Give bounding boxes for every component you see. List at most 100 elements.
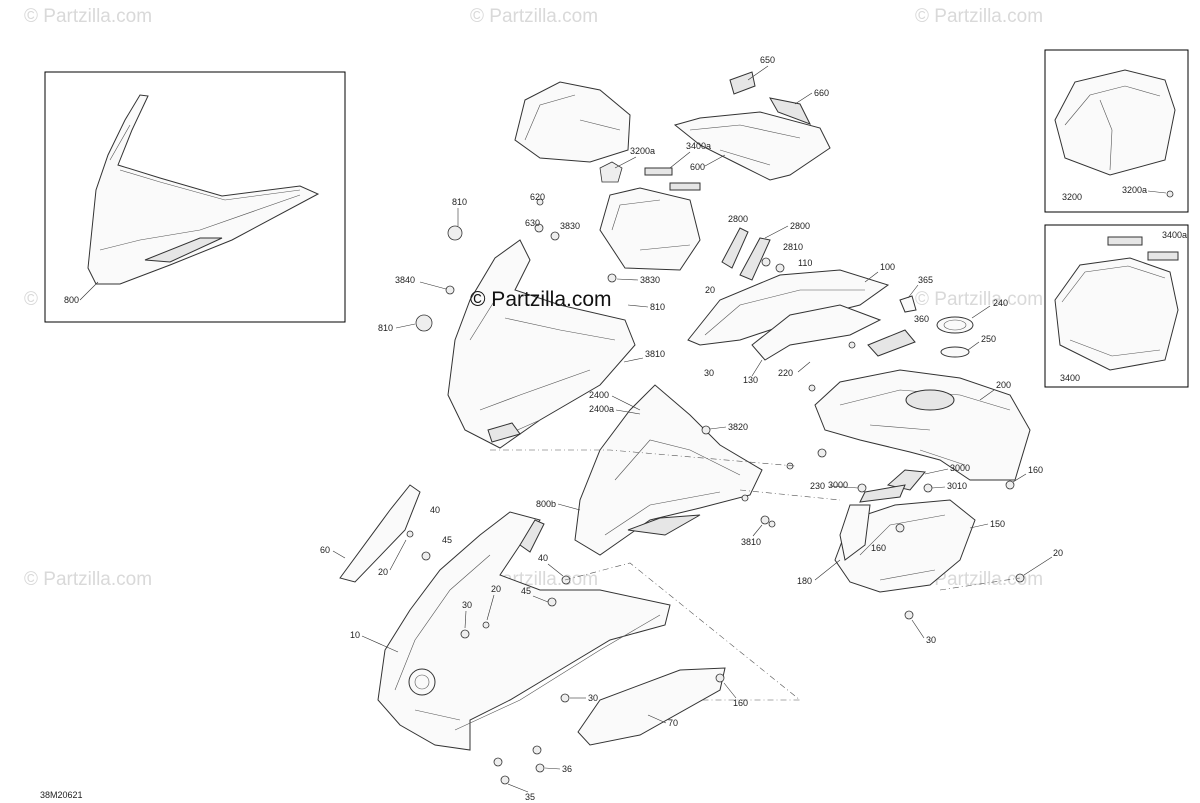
clip-30-a <box>460 629 470 639</box>
screw-160-b <box>895 523 905 533</box>
label-130: 130 <box>743 375 758 385</box>
label-70: 70 <box>668 718 678 728</box>
strip-3400a-a <box>1107 236 1143 246</box>
label-36: 36 <box>562 764 572 774</box>
callout-labels: 650 660 3200a 3400a 600 620 630 3830 810… <box>320 55 1063 802</box>
console-200 <box>808 341 1031 493</box>
fastener-2810 <box>761 257 771 267</box>
watermark-top-center: © Partzilla.com <box>470 6 598 27</box>
clip-3810-lower <box>741 494 749 502</box>
storage-cover-inset-lines <box>1064 85 1161 171</box>
panel-600 <box>673 111 831 181</box>
bracket-2800-right <box>739 237 771 281</box>
housing-2400 <box>574 384 763 556</box>
label-20-c: 20 <box>1053 548 1063 558</box>
clip-30-right <box>904 610 914 620</box>
strip-3400a-2 <box>669 182 701 191</box>
trim-660 <box>769 97 812 125</box>
label-10: 10 <box>350 630 360 640</box>
label-45-b: 45 <box>521 586 531 596</box>
label-240: 240 <box>993 298 1008 308</box>
label-40-b: 40 <box>538 553 548 563</box>
screw-3810-b <box>760 515 770 525</box>
label-800b: 800b <box>536 499 556 509</box>
label-230: 230 <box>810 481 825 491</box>
label-30-d: 30 <box>926 635 936 645</box>
label-250: 250 <box>981 334 996 344</box>
label-3400a-top: 3400a <box>686 141 711 151</box>
watermark-low-left: © Partzilla.com <box>24 569 152 590</box>
label-3830-a: 3830 <box>560 221 580 231</box>
housing-2400-lens <box>627 514 701 536</box>
label-3840: 3840 <box>395 275 415 285</box>
clip-230-b <box>857 483 867 493</box>
washer-45-b <box>547 597 557 607</box>
headlight-housing <box>574 384 794 556</box>
label-35: 35 <box>525 792 535 802</box>
label-650: 650 <box>760 55 775 65</box>
label-810-c: 810 <box>378 323 393 333</box>
watermark-low-right: © Partzilla.com <box>915 569 1043 590</box>
label-800: 800 <box>64 295 79 305</box>
storage-bin-inset-lines <box>1061 265 1166 357</box>
panel-150 <box>834 499 976 593</box>
bracket-180 <box>839 504 871 561</box>
label-3400a-inset: 3400a <box>1162 230 1187 240</box>
label-20-a: 20 <box>705 285 715 295</box>
windshield-assembly-inset <box>87 94 320 285</box>
windshield-inset-trim <box>144 237 223 263</box>
screw-3840 <box>445 285 455 295</box>
label-3200: 3200 <box>1062 192 1082 202</box>
console-body-200 <box>814 369 1031 481</box>
strip-3400a-1 <box>644 167 673 176</box>
assembly-lines <box>490 449 1021 701</box>
label-2400: 2400 <box>589 390 609 400</box>
frame-light-bar <box>487 422 521 443</box>
grille-3000-side <box>859 484 906 503</box>
label-3810-b: 3810 <box>741 537 761 547</box>
cover-10 <box>377 511 671 751</box>
clip-630 <box>534 223 544 233</box>
ring-240 <box>936 316 974 334</box>
nut-3830-b <box>607 273 617 283</box>
label-110: 110 <box>798 258 812 268</box>
label-3000-a: 3000 <box>950 463 970 473</box>
label-180: 180 <box>797 576 812 586</box>
label-150: 150 <box>990 519 1005 529</box>
panel-100 <box>687 269 890 346</box>
part-365 <box>899 295 917 313</box>
storage-cover-ghost <box>514 81 631 163</box>
screw-160-c <box>715 673 725 683</box>
bracket-2800-left <box>721 227 749 269</box>
panel-130 <box>751 304 882 361</box>
inset-800: 800 <box>44 71 346 323</box>
label-2800-b: 2800 <box>790 221 810 231</box>
upper-frame-800 <box>447 239 636 449</box>
label-3810-a: 3810 <box>645 349 665 359</box>
label-360: 360 <box>914 314 929 324</box>
label-30-c: 30 <box>588 693 598 703</box>
label-620: 620 <box>530 192 545 202</box>
label-810-b: 810 <box>650 302 665 312</box>
seal-250 <box>940 346 970 358</box>
cover-360 <box>867 329 916 357</box>
cover-10-emblem <box>408 668 436 696</box>
trim-70 <box>577 667 726 746</box>
watermark-top-right: © Partzilla.com <box>915 6 1043 27</box>
screw-220 <box>808 384 816 392</box>
inset-3200: 3200 3200a <box>1044 49 1189 213</box>
storage-cover-inset <box>1054 69 1176 176</box>
watermark-main: © Partzilla.com <box>470 288 612 311</box>
label-20-b: 20 <box>378 567 388 577</box>
label-365: 365 <box>918 275 933 285</box>
side-panels-right-upper <box>687 269 974 361</box>
nose-cover <box>339 484 726 785</box>
label-3400: 3400 <box>1060 373 1080 383</box>
label-630: 630 <box>525 218 540 228</box>
nut-3010 <box>923 483 933 493</box>
nut-3830-a <box>550 231 560 241</box>
label-3200a: 3200a <box>1122 185 1147 195</box>
label-600: 600 <box>690 162 705 172</box>
label-660: 660 <box>814 88 829 98</box>
